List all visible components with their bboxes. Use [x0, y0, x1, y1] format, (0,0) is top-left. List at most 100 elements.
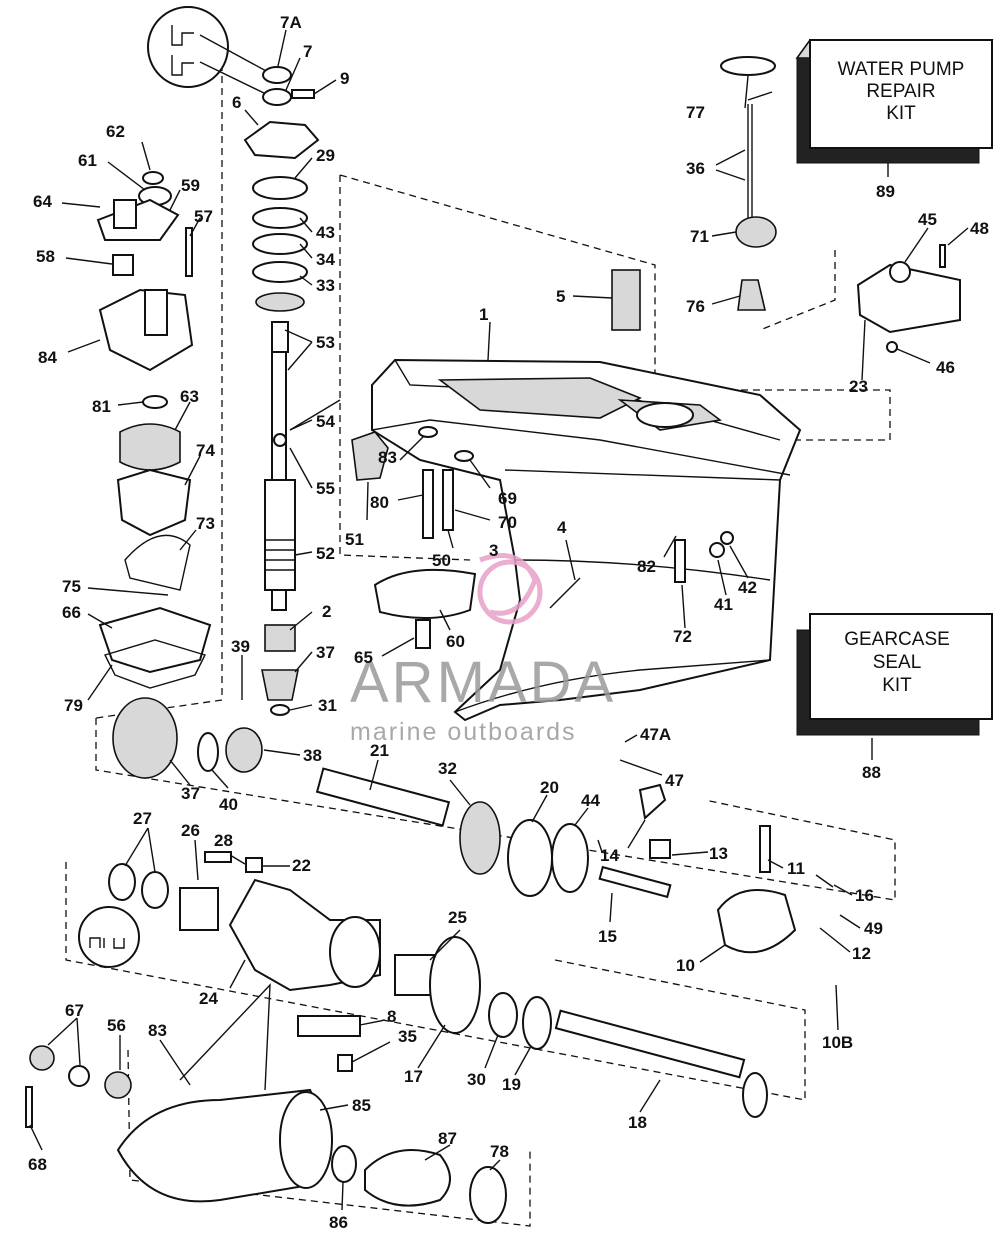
label-36: 36 [686, 159, 705, 178]
label-5: 5 [556, 287, 565, 306]
watermark-tagline: marine outboards [350, 718, 577, 746]
label-51: 51 [345, 530, 364, 549]
label-57: 57 [194, 207, 213, 226]
label-60: 60 [446, 632, 465, 651]
label-78: 78 [490, 1142, 509, 1161]
label-7a: 7A [280, 13, 302, 32]
label-70: 70 [498, 513, 517, 532]
gearcase-kit-line2: SEAL [873, 652, 922, 673]
label-47a: 47A [640, 725, 671, 744]
label-32: 32 [438, 759, 457, 778]
label-85: 85 [352, 1096, 371, 1115]
gearcase-kit-line1: GEARCASE [844, 629, 950, 650]
water-pump-kit-line2: REPAIR [866, 81, 935, 102]
label-61: 61 [78, 151, 97, 170]
label-15: 15 [598, 927, 617, 946]
label-47: 47 [665, 771, 684, 790]
label-14: 14 [600, 846, 619, 865]
label-46: 46 [936, 358, 955, 377]
label-71: 71 [690, 227, 709, 246]
shift-rod-parts [351, 56, 961, 649]
label-62: 62 [106, 122, 125, 141]
label-10b: 10B [822, 1033, 853, 1052]
label-86: 86 [329, 1213, 348, 1232]
label-10: 10 [676, 956, 695, 975]
label-26: 26 [181, 821, 200, 840]
label-50: 50 [432, 551, 451, 570]
label-40: 40 [219, 795, 238, 814]
driveshaft-stack [147, 6, 320, 716]
label-81: 81 [92, 397, 111, 416]
gearcase-housing [371, 358, 802, 722]
label-34: 34 [316, 250, 335, 269]
label-3: 3 [489, 541, 498, 560]
label-24: 24 [199, 989, 218, 1008]
label-76: 76 [686, 297, 705, 316]
label-79: 79 [64, 696, 83, 715]
gearcase-kit-line3: KIT [882, 675, 912, 696]
label-17: 17 [404, 1067, 423, 1086]
label-21: 21 [370, 741, 389, 760]
label-28: 28 [214, 831, 233, 850]
gearcase-seal-kit-box: GEARCASE SEAL KIT [796, 613, 993, 736]
label-65: 65 [354, 648, 373, 667]
label-2: 2 [322, 602, 331, 621]
label-22: 22 [292, 856, 311, 875]
label-41: 41 [714, 595, 733, 614]
label-18: 18 [628, 1113, 647, 1132]
bearing-housing-parts [78, 851, 768, 1118]
label-42: 42 [738, 578, 757, 597]
label-4: 4 [557, 518, 567, 537]
label-69: 69 [498, 489, 517, 508]
gear-train-parts [112, 697, 834, 954]
label-20: 20 [540, 778, 559, 797]
label-82: 82 [637, 557, 656, 576]
label-25: 25 [448, 908, 467, 927]
label-12: 12 [852, 944, 871, 963]
label-7: 7 [303, 42, 312, 61]
label-39: 39 [231, 637, 250, 656]
label-66: 66 [62, 603, 81, 622]
watermark-brand: ARMADA [350, 650, 616, 715]
watermark-logo-swirl [479, 553, 538, 616]
label-48: 48 [970, 219, 989, 238]
label-49: 49 [864, 919, 883, 938]
water-pump-parts [96, 171, 212, 689]
label-38: 38 [303, 746, 322, 765]
label-54: 54 [316, 412, 335, 431]
label-13: 13 [709, 844, 728, 863]
water-pump-kit-line3: KIT [886, 103, 916, 124]
label-23: 23 [849, 377, 868, 396]
label-77: 77 [686, 103, 705, 122]
label-56: 56 [107, 1016, 126, 1035]
label-11: 11 [787, 859, 805, 878]
label-37b: 37 [181, 784, 200, 803]
label-31: 31 [318, 696, 337, 715]
label-35: 35 [398, 1027, 417, 1046]
label-55: 55 [316, 479, 335, 498]
label-1: 1 [479, 305, 488, 324]
watermark-logo-ring [477, 559, 543, 625]
label-73: 73 [196, 514, 215, 533]
label-75: 75 [62, 577, 81, 596]
label-9: 9 [340, 69, 349, 88]
label-83b: 83 [148, 1021, 167, 1040]
label-80: 80 [370, 493, 389, 512]
propeller-parts [25, 983, 507, 1224]
label-29: 29 [316, 146, 335, 165]
label-53: 53 [316, 333, 335, 352]
label-63: 63 [180, 387, 199, 406]
label-89: 89 [876, 182, 895, 201]
label-37a: 37 [316, 643, 335, 662]
label-6: 6 [232, 93, 241, 112]
label-44: 44 [581, 791, 600, 810]
part-labels: 7A 7 9 6 29 43 34 33 53 54 55 52 2 37 31… [28, 13, 989, 1232]
label-30: 30 [467, 1070, 486, 1089]
water-pump-kit-line1: WATER PUMP [838, 59, 965, 80]
leader-lines [29, 29, 969, 1211]
label-64: 64 [33, 192, 52, 211]
label-74: 74 [196, 441, 215, 460]
label-52: 52 [316, 544, 335, 563]
